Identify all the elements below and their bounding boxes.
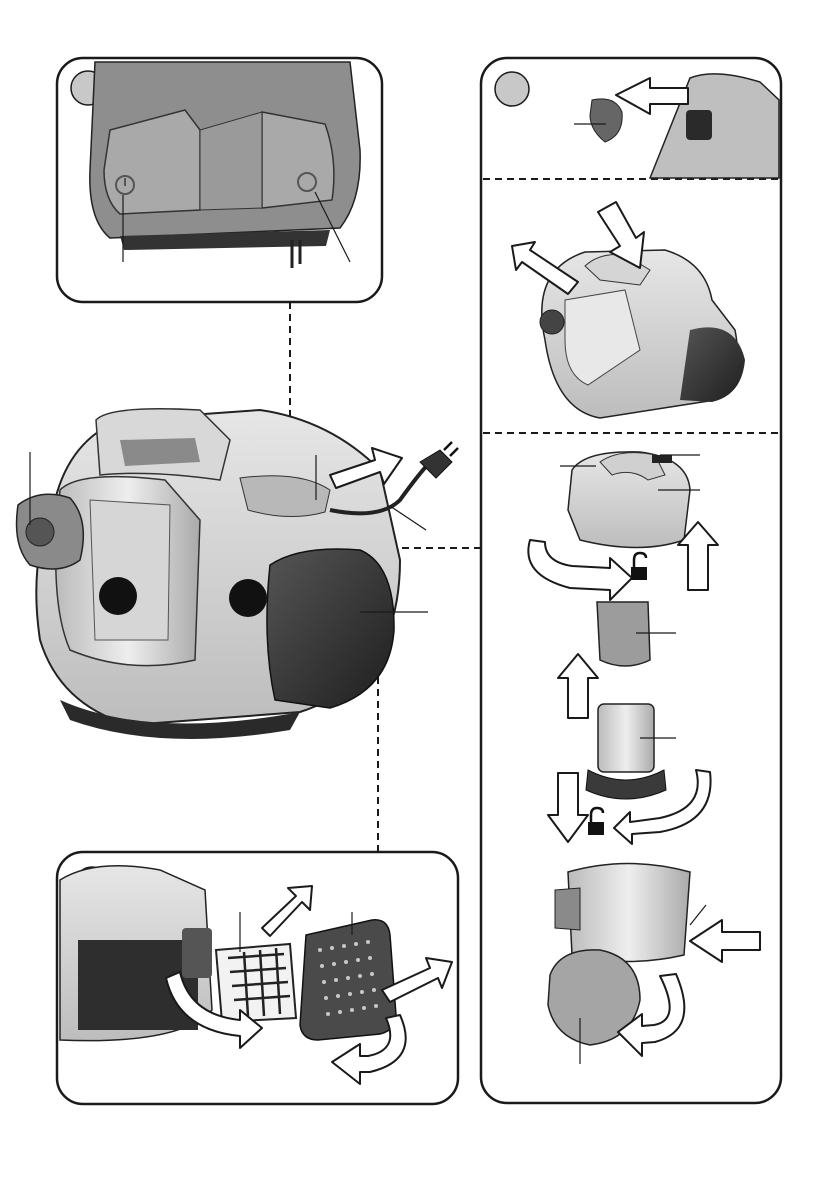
panel-bottom-left bbox=[57, 852, 458, 1104]
plug bbox=[420, 450, 452, 478]
exhaust-slot bbox=[686, 110, 712, 140]
marker-dot bbox=[99, 577, 137, 615]
filter-cover bbox=[300, 920, 396, 1040]
panel-top-left bbox=[57, 58, 382, 302]
marker-dot bbox=[229, 579, 267, 617]
step-badge bbox=[495, 72, 529, 106]
rear-wheel bbox=[267, 549, 394, 708]
mesh-filter bbox=[597, 602, 650, 666]
dust-bin bbox=[568, 864, 690, 962]
hepa-filter bbox=[216, 944, 296, 1022]
panel-right bbox=[481, 58, 781, 1103]
vacuum-cleaner-main bbox=[17, 409, 459, 739]
rear-panel-right bbox=[262, 112, 334, 208]
